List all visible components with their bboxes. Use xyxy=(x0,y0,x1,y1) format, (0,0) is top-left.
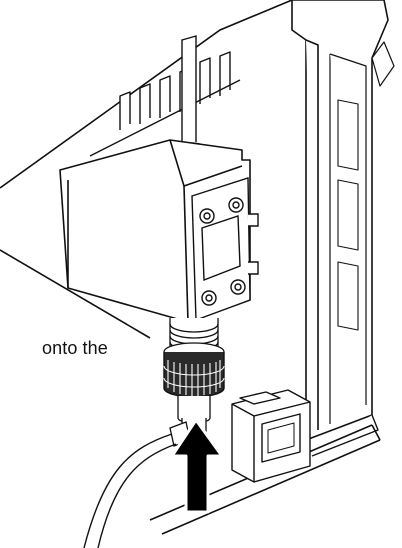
knurled-connector-icon xyxy=(163,342,225,398)
module-faceplate xyxy=(191,177,259,321)
arrow-up-icon xyxy=(170,418,224,514)
heat-sink-fins xyxy=(89,51,241,157)
terminal-block xyxy=(231,389,311,483)
mounting-panel xyxy=(0,0,293,339)
signal-cable xyxy=(83,433,177,548)
instruction-caption: onto the xyxy=(42,338,108,358)
enclosure-wall xyxy=(291,0,395,457)
